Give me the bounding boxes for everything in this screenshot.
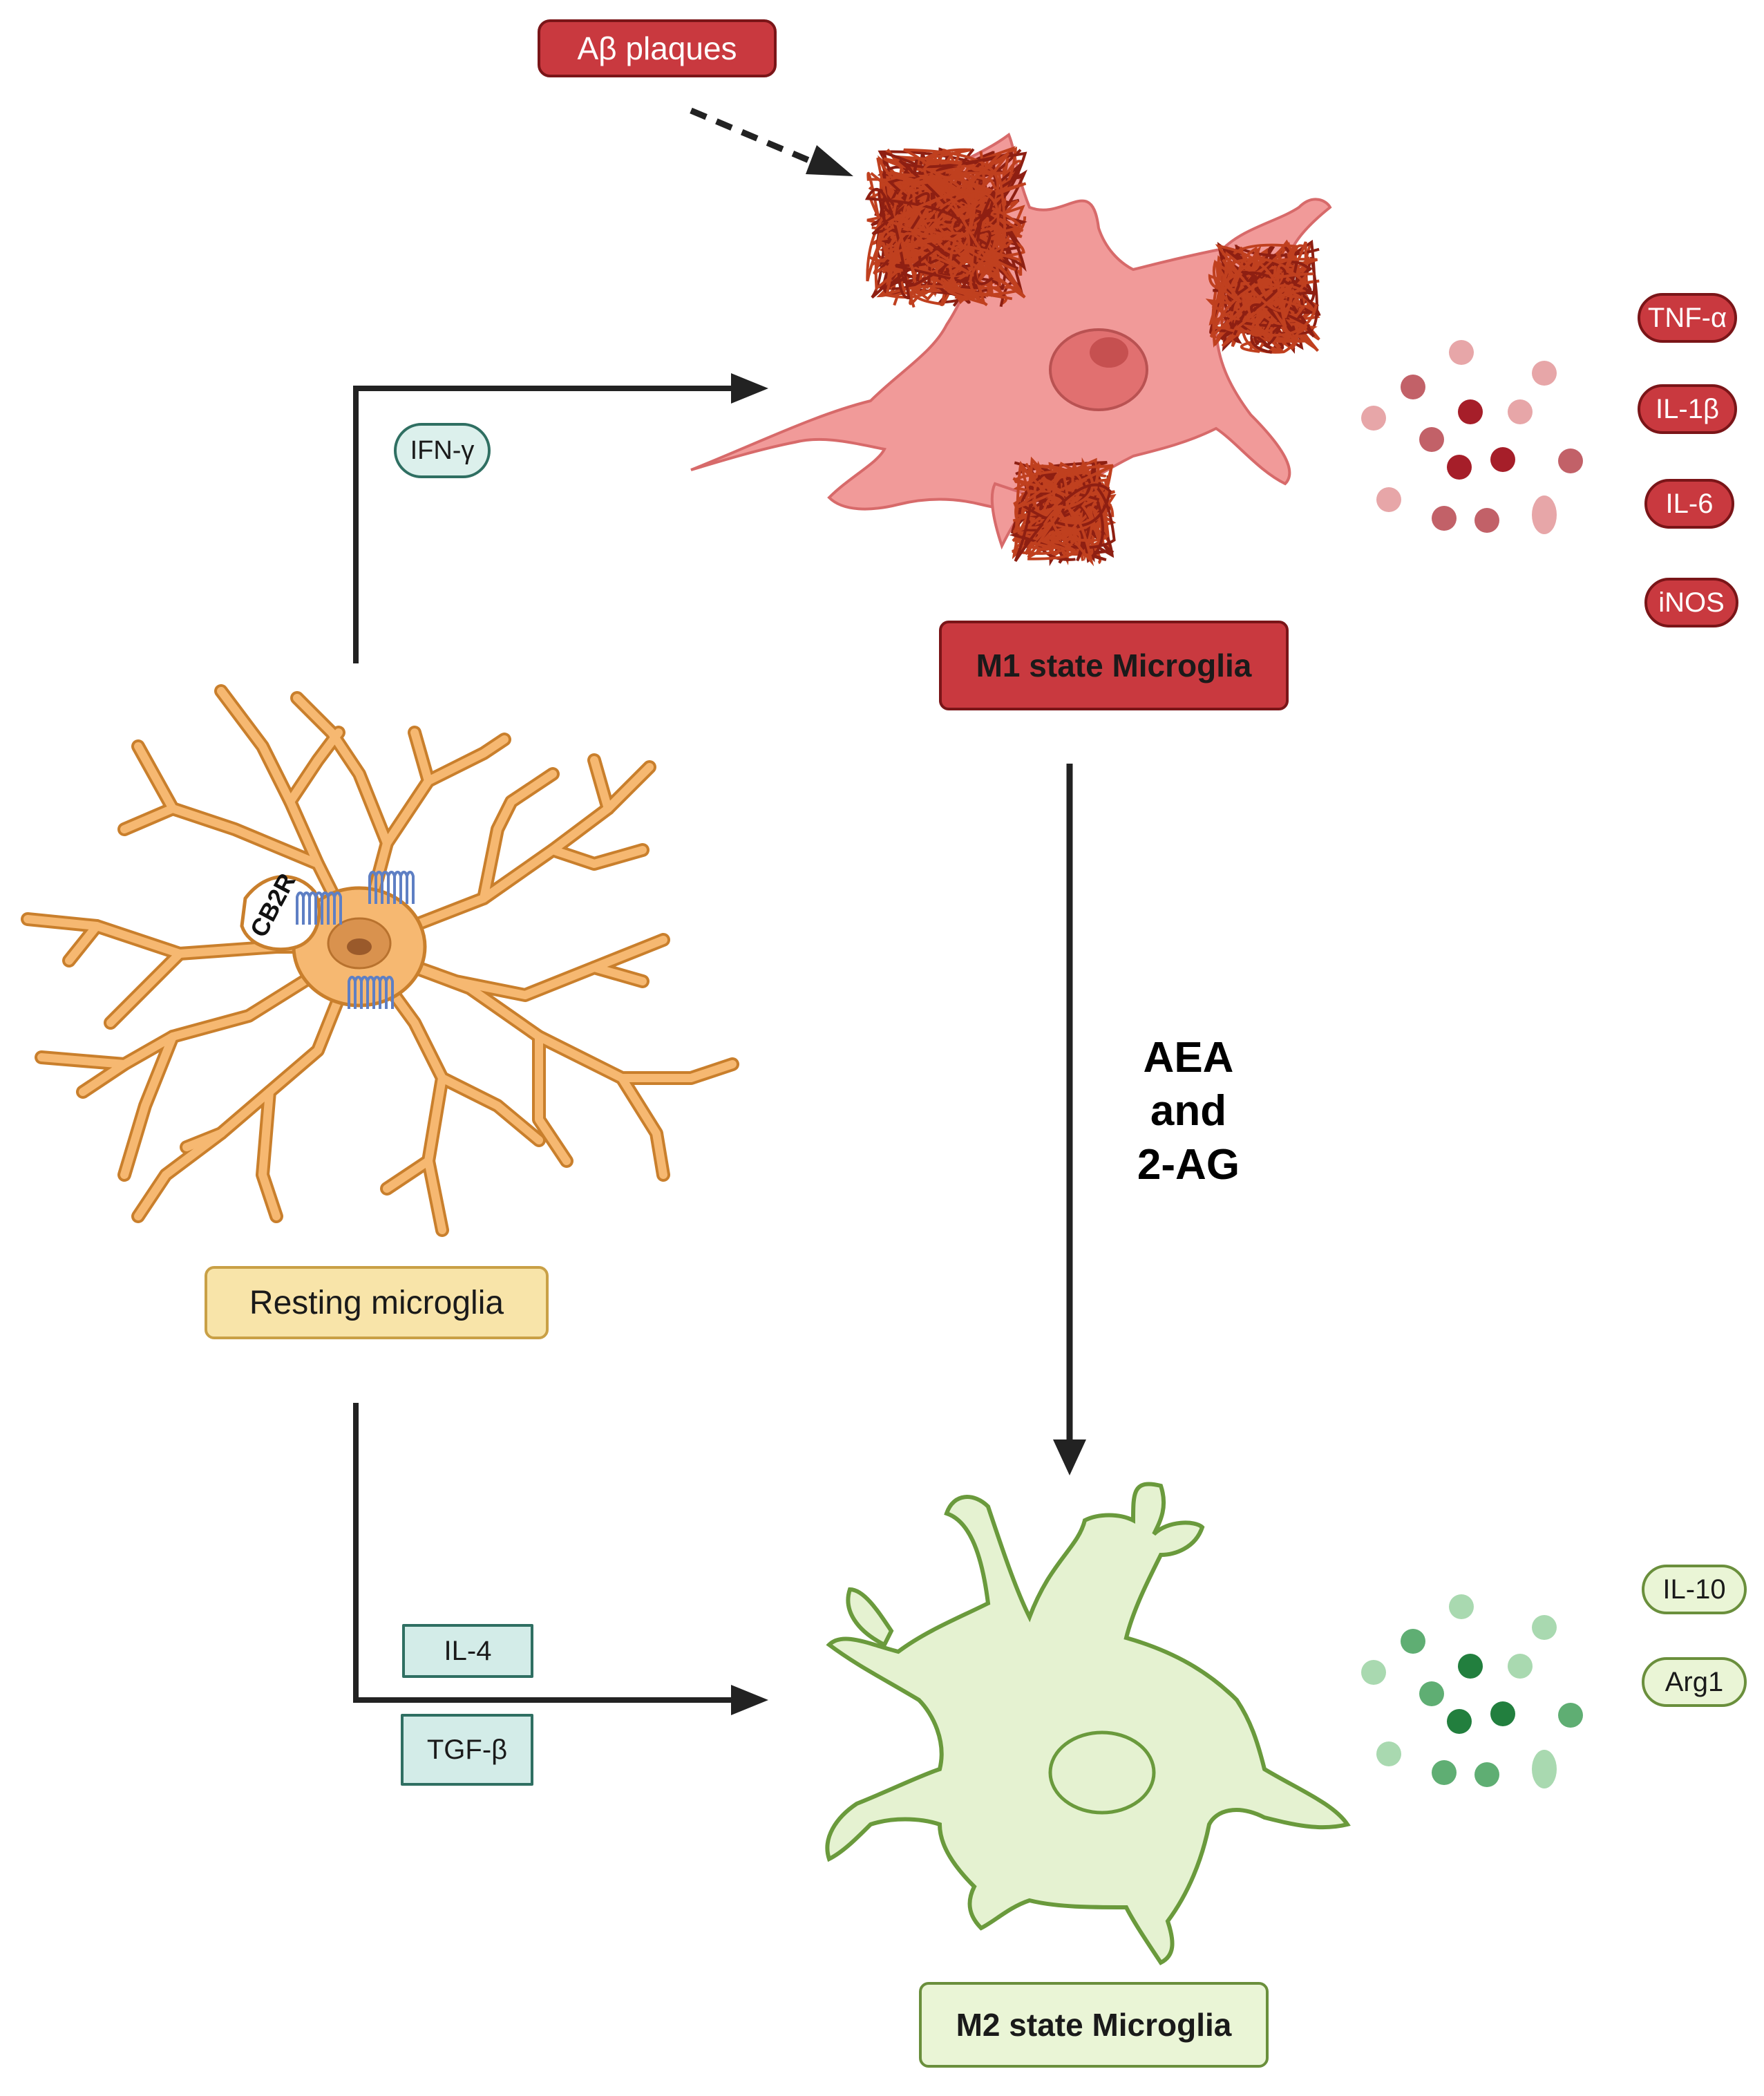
cytokine-il-10: IL-10: [1642, 1565, 1747, 1614]
cytokine-particle: [1458, 399, 1483, 424]
cytokine-arg1: Arg1: [1642, 1657, 1747, 1707]
cytokine-particle: [1432, 1760, 1457, 1785]
cytokine-particle: [1532, 495, 1557, 534]
arrow-abeta-to-m1: [690, 107, 853, 176]
m2-microglia-cell: [825, 1482, 1351, 1965]
cytokine-particle: [1401, 375, 1425, 399]
cytokine-particle: [1558, 1703, 1583, 1728]
cytokine-particle: [1532, 361, 1557, 386]
cytokine-particle: [1532, 1615, 1557, 1640]
cytokine-tnf-alpha: TNF-α: [1638, 293, 1737, 343]
cytokine-particle: [1447, 1709, 1472, 1734]
cytokine-particle: [1376, 1741, 1401, 1766]
cytokine-particle: [1474, 508, 1499, 533]
cytokine-particle: [1376, 487, 1401, 512]
resting-microglia-label: Resting microglia: [205, 1266, 549, 1339]
resting-microglia-cell: [21, 684, 739, 1237]
ifn-gamma-label: IFN-γ: [394, 423, 491, 478]
m1-state-label: M1 state Microglia: [939, 621, 1289, 710]
abeta-plaques-label: Aβ plaques: [538, 19, 777, 77]
cb2r-receptor-icon: [296, 871, 415, 1009]
cytokine-il-1-beta: IL-1β: [1638, 384, 1737, 434]
cytokine-particle: [1419, 1681, 1444, 1706]
cytokine-particle: [1432, 506, 1457, 531]
m1-cytokine-particles: [1361, 340, 1583, 534]
cytokine-particle: [1361, 1660, 1386, 1685]
cytokine-particle: [1401, 1629, 1425, 1654]
aea-line-1: AEA: [1143, 1033, 1234, 1082]
m2-cytokine-particles: [1361, 1594, 1583, 1788]
cytokine-inos: iNOS: [1644, 578, 1738, 627]
cytokine-particle: [1532, 1750, 1557, 1788]
cytokine-particle: [1419, 427, 1444, 452]
arrow-m1-to-m2: [1053, 764, 1086, 1475]
cytokine-particle: [1361, 406, 1386, 431]
aea-line-2: and: [1150, 1086, 1227, 1135]
tgf-beta-label: TGF-β: [401, 1714, 533, 1786]
cytokine-particle: [1490, 1701, 1515, 1726]
m2-state-label: M2 state Microglia: [919, 1982, 1269, 2068]
il4-label: IL-4: [402, 1624, 533, 1678]
cytokine-particle: [1508, 1654, 1533, 1679]
cytokine-il-6: IL-6: [1644, 479, 1734, 529]
aea-line-3: 2-AG: [1137, 1140, 1240, 1189]
arrow-resting-to-m1: [353, 373, 768, 663]
arrow-resting-to-m2: [353, 1403, 768, 1715]
cytokine-particle: [1490, 447, 1515, 472]
cytokine-particle: [1474, 1762, 1499, 1787]
m1-microglia-cell: [690, 132, 1332, 567]
cytokine-particle: [1458, 1654, 1483, 1679]
cytokine-particle: [1447, 455, 1472, 480]
cytokine-particle: [1558, 449, 1583, 473]
cytokine-particle: [1508, 399, 1533, 424]
cytokine-particle: [1449, 340, 1474, 365]
cytokine-particle: [1449, 1594, 1474, 1619]
